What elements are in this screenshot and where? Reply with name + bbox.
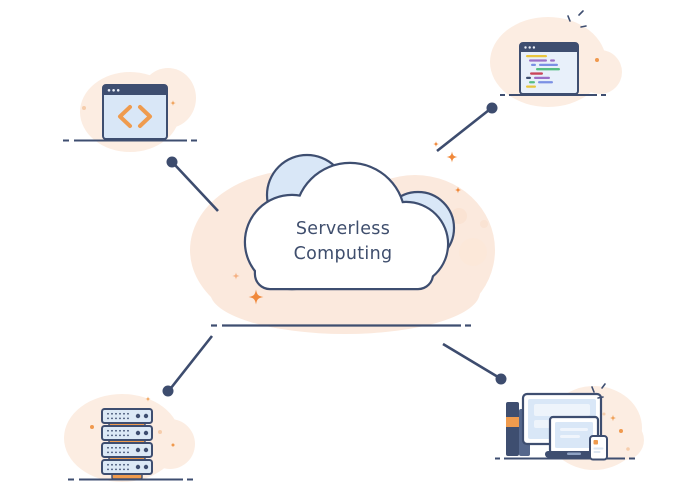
cloud-title-line2: Computing bbox=[294, 244, 393, 264]
phone-icon bbox=[589, 435, 608, 461]
sparkles bbox=[82, 10, 630, 451]
sparkle-icon bbox=[433, 141, 439, 147]
connector-top-right bbox=[436, 102, 498, 153]
devices-icon bbox=[506, 392, 608, 461]
connector-dot bbox=[162, 385, 174, 397]
cloud-icon: Serverless Computing bbox=[243, 153, 456, 291]
connector-dot bbox=[166, 156, 178, 168]
editor-titlebar bbox=[520, 43, 578, 52]
connectors bbox=[162, 102, 507, 397]
sparkle-dashes-top-right bbox=[567, 10, 587, 28]
code-line-segment bbox=[539, 63, 558, 66]
connector-top-left bbox=[166, 156, 219, 212]
code-line-segment bbox=[534, 76, 550, 80]
laptop-icon bbox=[545, 415, 603, 458]
connector-bottom-left bbox=[162, 335, 214, 397]
server-stack-icon bbox=[101, 408, 153, 480]
code-line-segment bbox=[550, 59, 555, 62]
code-line-segment bbox=[538, 81, 553, 84]
code-line-segment bbox=[530, 72, 543, 75]
connector-bottom-right bbox=[442, 342, 507, 385]
code-line-segment bbox=[529, 81, 535, 84]
cloud-title-line1: Serverless bbox=[296, 219, 390, 239]
code-line-segment bbox=[531, 63, 536, 66]
code-line-segment bbox=[526, 55, 547, 58]
server-unit-1 bbox=[101, 408, 153, 424]
code-browser-icon bbox=[102, 84, 168, 140]
code-line-segment bbox=[536, 68, 560, 71]
server-unit-4 bbox=[101, 459, 153, 475]
sparkle-icon bbox=[446, 151, 458, 163]
browser-titlebar bbox=[103, 85, 167, 95]
code-line-segment bbox=[529, 59, 547, 62]
code-editor-icon bbox=[519, 42, 579, 95]
sparkle-dashes-bottom-right bbox=[591, 383, 606, 399]
editor-titlebar-dots bbox=[524, 46, 536, 49]
code-line-segment bbox=[526, 76, 531, 80]
code-brackets-icon bbox=[118, 105, 152, 128]
connector-dot bbox=[495, 373, 507, 385]
accent-dots bbox=[82, 58, 630, 451]
connector-dot bbox=[486, 102, 498, 114]
server-unit-3 bbox=[101, 442, 153, 458]
browser-titlebar-dots bbox=[107, 89, 120, 92]
server-unit-2 bbox=[101, 425, 153, 441]
code-lines bbox=[526, 55, 560, 88]
peach-dots-right-of-cloud bbox=[451, 208, 488, 266]
code-line-segment bbox=[526, 85, 536, 88]
